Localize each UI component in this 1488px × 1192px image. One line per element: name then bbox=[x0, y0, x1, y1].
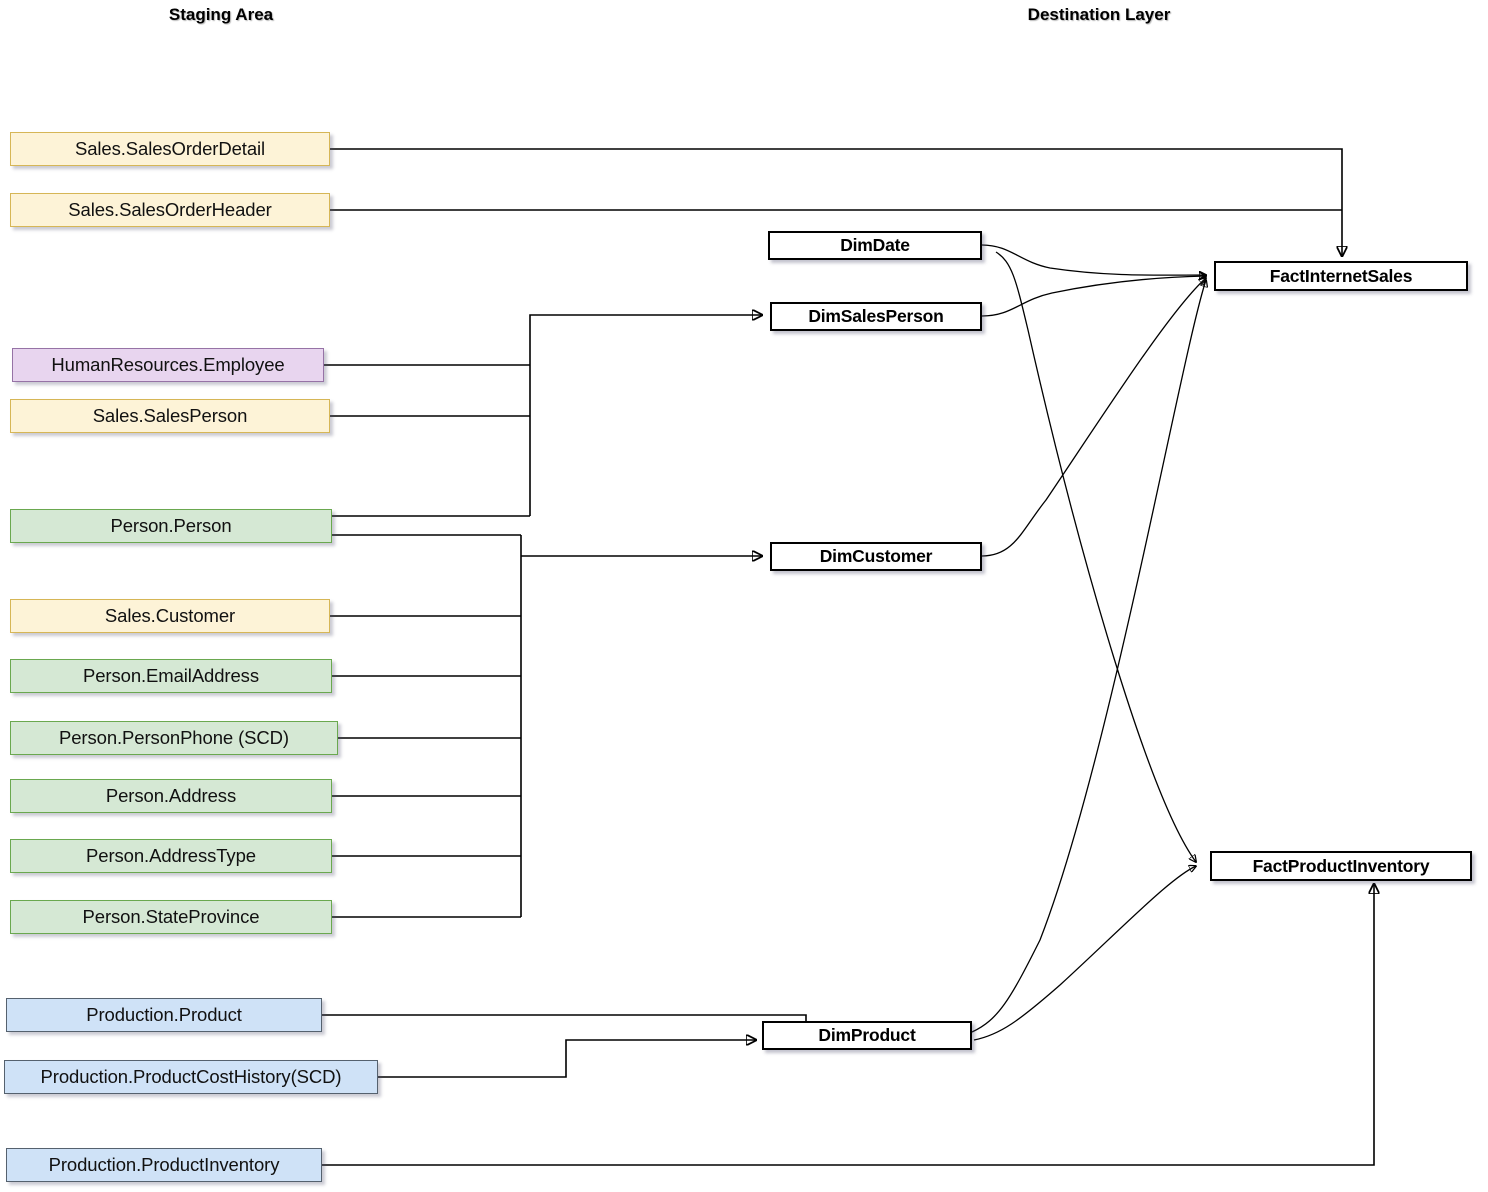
edge-dimsalesperson-to-factinternetsales bbox=[981, 276, 1206, 317]
node-label: DimSalesPerson bbox=[808, 306, 944, 326]
staging-node-person-addresstype[interactable]: Person.AddressType bbox=[10, 839, 332, 873]
node-label: Person.StateProvince bbox=[82, 906, 260, 927]
node-label: Sales.SalesOrderHeader bbox=[68, 199, 272, 220]
edge-dimcustomer-to-factinternetsales bbox=[981, 278, 1206, 557]
node-label: HumanResources.Employee bbox=[51, 354, 285, 375]
destination-node-dimcustomer[interactable]: DimCustomer bbox=[770, 542, 982, 571]
destination-node-dimsalesperson[interactable]: DimSalesPerson bbox=[770, 302, 982, 331]
staging-node-person-emailaddress[interactable]: Person.EmailAddress bbox=[10, 659, 332, 693]
edge-dimdate-to-factproductinventory bbox=[995, 251, 1196, 862]
edge-costhistory-to-dimproduct bbox=[378, 1040, 756, 1078]
staging-area-title: Staging Area bbox=[168, 5, 274, 24]
bus-dimsalesperson bbox=[529, 315, 762, 516]
staging-node-production-productinventory[interactable]: Production.ProductInventory bbox=[6, 1148, 322, 1182]
node-label: DimCustomer bbox=[819, 546, 933, 566]
node-label: DimProduct bbox=[818, 1025, 916, 1045]
destination-node-dimdate[interactable]: DimDate bbox=[768, 231, 982, 260]
destination-node-factinternetsales[interactable]: FactInternetSales bbox=[1214, 261, 1468, 291]
destination-node-factproductinventory[interactable]: FactProductInventory bbox=[1210, 851, 1472, 881]
edge-dimproduct-to-factproductinventory bbox=[973, 866, 1196, 1041]
bus-dimcustomer bbox=[520, 535, 762, 917]
node-label: Person.AddressType bbox=[86, 845, 256, 866]
node-label: Person.Person bbox=[110, 515, 232, 536]
node-label: Person.Address bbox=[105, 785, 237, 806]
staging-node-person-personphone[interactable]: Person.PersonPhone (SCD) bbox=[10, 721, 338, 755]
staging-node-sales-salesorderdetail[interactable]: Sales.SalesOrderDetail bbox=[10, 132, 330, 166]
staging-node-production-productcosthistory[interactable]: Production.ProductCostHistory(SCD) bbox=[4, 1060, 378, 1094]
staging-node-person-address[interactable]: Person.Address bbox=[10, 779, 332, 813]
node-label: Sales.Customer bbox=[104, 605, 236, 626]
destination-node-dimproduct[interactable]: DimProduct bbox=[762, 1021, 972, 1050]
node-label: DimDate bbox=[840, 235, 910, 255]
node-label: Production.ProductInventory bbox=[48, 1154, 280, 1175]
node-label: Production.Product bbox=[86, 1004, 242, 1025]
edge-dimdate-to-factinternetsales bbox=[981, 244, 1206, 275]
node-label: Production.ProductCostHistory(SCD) bbox=[40, 1066, 342, 1087]
staging-node-person-stateprovince[interactable]: Person.StateProvince bbox=[10, 900, 332, 934]
staging-node-humanresources-employee[interactable]: HumanResources.Employee bbox=[12, 348, 324, 382]
staging-node-sales-customer[interactable]: Sales.Customer bbox=[10, 599, 330, 633]
node-label: FactInternetSales bbox=[1269, 265, 1413, 286]
node-label: Sales.SalesOrderDetail bbox=[74, 138, 266, 159]
node-label: Sales.SalesPerson bbox=[92, 405, 248, 426]
staging-node-production-product[interactable]: Production.Product bbox=[6, 998, 322, 1032]
staging-node-sales-salesorderheader[interactable]: Sales.SalesOrderHeader bbox=[10, 193, 330, 227]
node-label: Person.PersonPhone (SCD) bbox=[59, 727, 289, 748]
edge-productionproduct-to-dimproduct bbox=[322, 1014, 807, 1022]
node-label: FactProductInventory bbox=[1252, 855, 1430, 876]
destination-layer-title: Destination Layer bbox=[1027, 5, 1171, 24]
staging-node-sales-salesperson[interactable]: Sales.SalesPerson bbox=[10, 399, 330, 433]
edge-dimproduct-to-factinternetsales bbox=[971, 280, 1206, 1033]
staging-node-person-person[interactable]: Person.Person bbox=[10, 509, 332, 543]
node-label: Person.EmailAddress bbox=[83, 665, 259, 686]
